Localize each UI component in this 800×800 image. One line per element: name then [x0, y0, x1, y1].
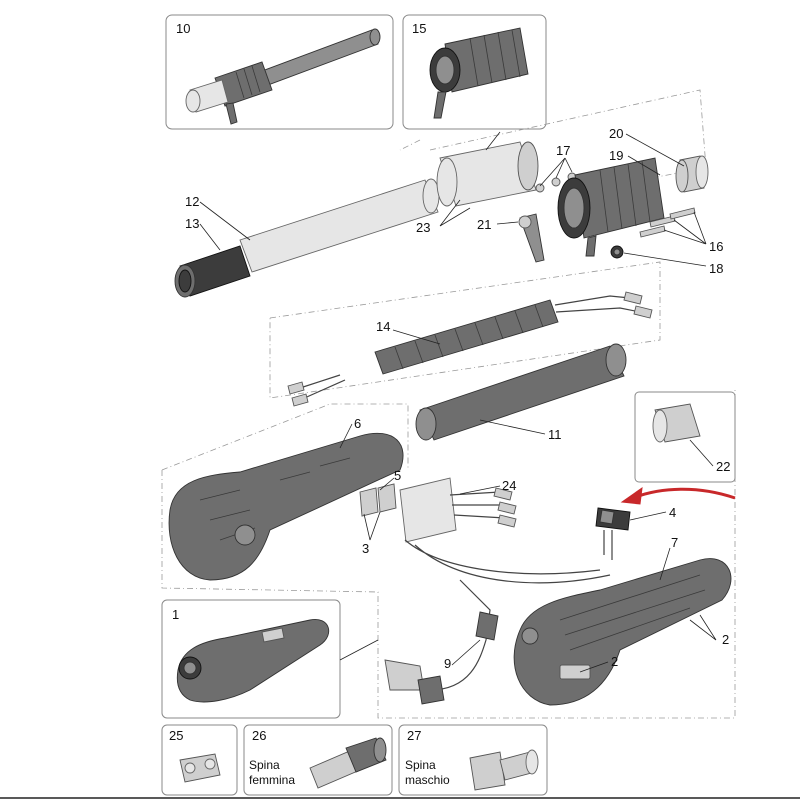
part-10-box — [165, 14, 394, 130]
label-11: 11 — [548, 427, 562, 442]
label-21: 21 — [477, 217, 491, 232]
label-6: 6 — [354, 416, 361, 431]
exploded-outline-upper — [399, 89, 707, 181]
part-14-cable — [287, 291, 653, 407]
label-25: 25 — [169, 728, 183, 743]
part-19-housing — [557, 157, 665, 257]
label-1: 1 — [172, 607, 179, 622]
caption-26-line1: Spina — [249, 758, 280, 772]
label-27: 27 — [407, 728, 421, 743]
label-19: 19 — [609, 148, 623, 163]
label-3: 3 — [362, 541, 369, 556]
label-10: 10 — [176, 21, 190, 36]
label-24: 24 — [502, 478, 516, 493]
label-18: 18 — [709, 261, 723, 276]
part-13-grip — [174, 245, 251, 298]
part-22-box — [634, 391, 736, 483]
label-22: 22 — [716, 459, 730, 474]
leader-lines — [199, 133, 717, 673]
part-27-box — [398, 724, 548, 796]
part-4-switch — [595, 507, 631, 560]
label-15: 15 — [412, 21, 426, 36]
part-20-ring — [675, 155, 709, 193]
caption-27-line1: Spina — [405, 758, 436, 772]
part-25-box — [161, 724, 238, 796]
part-15-box — [402, 14, 547, 130]
label-17: 17 — [556, 143, 570, 158]
label-12: 12 — [185, 194, 199, 209]
label-13: 13 — [185, 216, 199, 231]
part-6-handle — [168, 432, 404, 581]
caption-27-line2: maschio — [405, 773, 450, 787]
label-23: 23 — [416, 220, 430, 235]
part-23-sleeve — [436, 131, 539, 207]
part-24-terminal — [399, 477, 611, 584]
label-20: 20 — [609, 126, 623, 141]
part-1-pointer — [339, 639, 379, 661]
part-1-box — [161, 599, 341, 719]
label-26: 26 — [252, 728, 266, 743]
part-12-tube — [239, 178, 440, 273]
part-16-screws — [639, 207, 696, 238]
part-26-box — [243, 724, 393, 796]
highlight-arrow — [627, 487, 736, 502]
exploded-outline-cable — [269, 261, 661, 399]
part-18-nut — [610, 245, 624, 259]
label-7: 7 — [671, 535, 678, 550]
label-4: 4 — [669, 505, 676, 520]
highlight-arrowhead — [620, 486, 643, 505]
label-2-right: 2 — [722, 632, 729, 647]
label-2-center: 2 — [611, 654, 618, 669]
exploded-outline-lower — [161, 390, 736, 719]
part-7-handle — [513, 558, 732, 706]
part-11-tube — [415, 343, 627, 441]
label-5: 5 — [394, 468, 401, 483]
label-9: 9 — [444, 656, 451, 671]
part-17-nuts — [535, 172, 577, 193]
label-14: 14 — [376, 319, 390, 334]
part-21-lever — [518, 213, 545, 263]
part-5-clips — [359, 483, 397, 517]
caption-26-line2: femmina — [249, 773, 295, 787]
label-16: 16 — [709, 239, 723, 254]
part-9-cable — [384, 579, 499, 705]
